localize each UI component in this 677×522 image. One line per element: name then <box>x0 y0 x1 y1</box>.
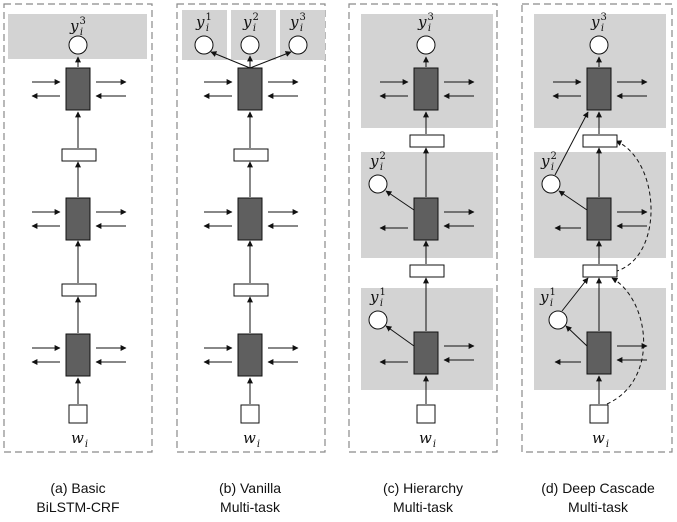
caption-c-line1: (c) Hierarchy <box>383 480 463 496</box>
input-node-b <box>240 404 260 424</box>
caption-b-line2: Multi-task <box>220 499 281 515</box>
input-node-a <box>68 404 88 424</box>
output-node-c1 <box>368 310 388 330</box>
connector-box-a <box>61 148 97 162</box>
connector-box-b <box>233 283 269 297</box>
input-node-c <box>416 404 436 424</box>
caption-c-line2: Multi-task <box>393 499 454 515</box>
output-node-c3 <box>416 35 436 55</box>
lstm-cell-c <box>413 67 439 111</box>
connector-box-c <box>409 134 445 148</box>
task-arrow-c2 <box>385 190 415 211</box>
task-arrow-d2 <box>558 190 588 211</box>
output-node-b2 <box>240 35 260 55</box>
input-label-c: wi <box>419 429 436 450</box>
input-label-a: wi <box>71 429 88 450</box>
lstm-cell-a <box>65 333 91 377</box>
lstm-cell-c <box>413 331 439 375</box>
connector-box-d <box>582 134 618 148</box>
skip-connection-d <box>615 140 652 272</box>
connector-box-d <box>582 264 618 278</box>
cascade-arrow-d <box>554 111 589 176</box>
lstm-cell-a <box>65 197 91 241</box>
connector-box-a <box>61 283 97 297</box>
arrow-b <box>210 51 251 69</box>
connector-box-c <box>409 264 445 278</box>
lstm-cell-d <box>586 67 612 111</box>
panel-a-border <box>3 3 153 453</box>
output-node-b1 <box>194 35 214 55</box>
panel-d-border <box>521 3 673 453</box>
output-node-d1 <box>548 310 568 330</box>
caption-d-line2: Multi-task <box>568 499 629 515</box>
input-label-d: wi <box>592 429 609 450</box>
lstm-cell-d <box>586 331 612 375</box>
output-node-d3 <box>589 35 609 55</box>
skip-connection-d <box>606 277 645 405</box>
caption-a-line1: (a) Basic <box>50 480 105 496</box>
task-arrow-d1 <box>565 325 588 347</box>
lstm-cell-b <box>237 197 263 241</box>
output-node-d2 <box>541 174 561 194</box>
output-node-b3 <box>288 35 308 55</box>
caption-b-line1: (b) Vanilla <box>219 480 281 496</box>
input-label-b: wi <box>243 429 260 450</box>
lstm-cell-d <box>586 197 612 241</box>
lstm-cell-b <box>237 333 263 377</box>
caption-a-line2: BiLSTM-CRF <box>36 499 119 515</box>
input-node-d <box>589 404 609 424</box>
output-node-c2 <box>368 174 388 194</box>
task-arrow-c1 <box>385 325 415 347</box>
panel-b-border <box>176 3 326 453</box>
lstm-cell-a <box>65 67 91 111</box>
cascade-arrow-d <box>561 277 589 312</box>
caption-d-line1: (d) Deep Cascade <box>541 480 655 496</box>
connector-box-b <box>233 148 269 162</box>
lstm-cell-b <box>237 67 263 111</box>
output-node-a <box>68 35 88 55</box>
arrow-b <box>249 51 292 69</box>
panel-c-border <box>348 3 498 453</box>
lstm-cell-c <box>413 197 439 241</box>
